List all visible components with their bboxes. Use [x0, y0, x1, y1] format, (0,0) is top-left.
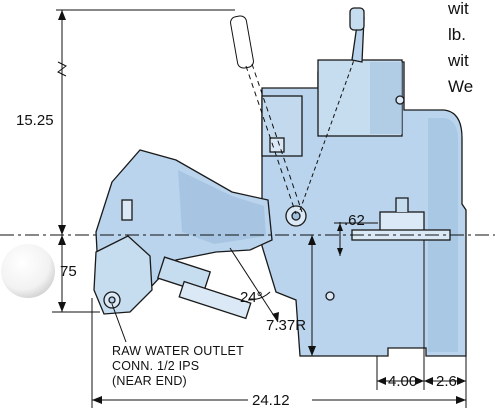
- side-text-3: wit: [447, 51, 469, 70]
- dim-angle: 24°: [240, 289, 263, 306]
- dim-height-lower: 75: [60, 263, 77, 280]
- sphere: [1, 244, 55, 298]
- side-text-2: lb.: [448, 25, 466, 44]
- dim-offset: .62: [344, 212, 365, 229]
- shift-lever: [299, 7, 365, 211]
- phantom-lever: [230, 15, 303, 215]
- gearbox-body: [93, 59, 467, 357]
- callout-line-1: RAW WATER OUTLET: [112, 344, 244, 358]
- callout-line-3: (NEAR END): [112, 374, 187, 388]
- dim-width-a: 4.00: [388, 373, 417, 390]
- dim-length-total: 24.12: [252, 392, 290, 409]
- side-text-1: wit: [447, 0, 469, 18]
- side-text-4: We: [448, 77, 473, 96]
- dim-height-total: 15.25: [16, 112, 54, 129]
- dim-radius: 7.37R: [266, 317, 306, 334]
- dim-width-b: 2.6: [436, 373, 457, 390]
- callout-line-2: CONN. 1/2 IPS: [112, 359, 199, 373]
